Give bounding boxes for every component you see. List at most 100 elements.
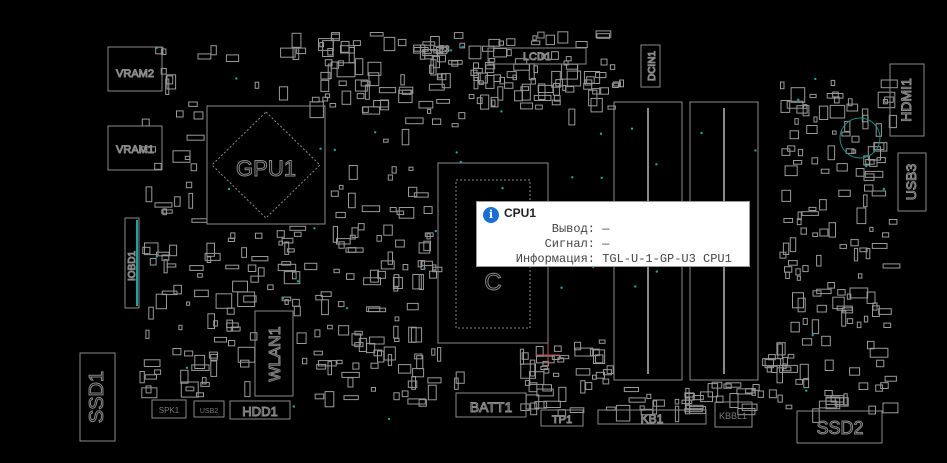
smd-component[interactable] bbox=[296, 47, 307, 55]
smd-component[interactable] bbox=[849, 367, 861, 376]
smd-component[interactable] bbox=[145, 385, 152, 394]
smd-component[interactable] bbox=[816, 254, 822, 267]
smd-component[interactable] bbox=[824, 359, 834, 372]
smd-component[interactable] bbox=[795, 268, 801, 276]
smd-component[interactable] bbox=[777, 343, 783, 360]
smd-component[interactable] bbox=[557, 357, 565, 363]
smd-component[interactable] bbox=[432, 55, 440, 69]
smd-component[interactable] bbox=[427, 108, 432, 114]
smd-component[interactable] bbox=[424, 232, 434, 237]
smd-component[interactable] bbox=[214, 336, 227, 343]
smd-component[interactable] bbox=[366, 306, 381, 312]
smd-component[interactable] bbox=[812, 408, 820, 423]
smd-component[interactable] bbox=[347, 377, 354, 388]
smd-component[interactable] bbox=[867, 340, 875, 350]
smd-component[interactable] bbox=[210, 45, 217, 56]
smd-component[interactable] bbox=[827, 145, 836, 161]
smd-component[interactable] bbox=[628, 397, 646, 403]
kb-connector[interactable] bbox=[597, 409, 707, 425]
smd-component[interactable] bbox=[888, 114, 897, 129]
smd-component[interactable] bbox=[824, 390, 833, 397]
smd-component[interactable] bbox=[417, 260, 423, 268]
smd-component[interactable] bbox=[418, 274, 424, 290]
smd-component[interactable] bbox=[141, 146, 156, 153]
smd-component[interactable] bbox=[393, 274, 400, 287]
smd-component[interactable] bbox=[592, 374, 597, 380]
smd-component[interactable] bbox=[195, 392, 204, 398]
smd-component[interactable] bbox=[562, 85, 567, 91]
smd-component[interactable] bbox=[332, 225, 338, 243]
smd-component[interactable] bbox=[304, 262, 318, 271]
smd-component[interactable] bbox=[391, 166, 397, 174]
smd-component[interactable] bbox=[506, 38, 516, 46]
smd-component[interactable] bbox=[864, 184, 874, 192]
smd-component[interactable] bbox=[377, 350, 385, 363]
smd-component[interactable] bbox=[348, 47, 355, 64]
kbbl-connector[interactable] bbox=[714, 401, 753, 428]
smd-component[interactable] bbox=[557, 31, 569, 44]
smd-component[interactable] bbox=[251, 256, 269, 262]
smd-component[interactable] bbox=[313, 350, 323, 356]
smd-component[interactable] bbox=[351, 333, 362, 346]
smd-component[interactable] bbox=[174, 196, 181, 207]
smd-component[interactable] bbox=[841, 131, 851, 137]
smd-component[interactable] bbox=[362, 106, 381, 115]
smd-component[interactable] bbox=[451, 60, 459, 67]
smd-component[interactable] bbox=[543, 400, 561, 409]
smd-component[interactable] bbox=[398, 207, 415, 219]
smd-component[interactable] bbox=[619, 79, 624, 88]
smd-component[interactable] bbox=[408, 166, 414, 171]
smd-component[interactable] bbox=[858, 382, 869, 390]
smd-component[interactable] bbox=[324, 59, 333, 67]
smd-component[interactable] bbox=[161, 209, 173, 214]
smd-component[interactable] bbox=[154, 162, 162, 170]
smd-component[interactable] bbox=[433, 45, 444, 54]
smd-component[interactable] bbox=[825, 396, 841, 410]
smd-component[interactable] bbox=[537, 84, 554, 94]
smd-component[interactable] bbox=[520, 403, 530, 411]
smd-component[interactable] bbox=[413, 192, 429, 198]
smd-component[interactable] bbox=[882, 263, 901, 269]
smd-component[interactable] bbox=[191, 218, 208, 223]
smd-component[interactable] bbox=[338, 80, 347, 86]
smd-component[interactable] bbox=[876, 359, 885, 368]
smd-component[interactable] bbox=[141, 118, 150, 127]
smd-component[interactable] bbox=[685, 404, 704, 410]
smd-component[interactable] bbox=[327, 324, 333, 330]
smd-component[interactable] bbox=[685, 387, 690, 405]
smd-component[interactable] bbox=[808, 206, 817, 211]
smd-component[interactable] bbox=[414, 353, 423, 360]
smd-component[interactable] bbox=[530, 77, 536, 85]
smd-component[interactable] bbox=[757, 390, 764, 398]
smd-component[interactable] bbox=[173, 284, 182, 295]
smd-component[interactable] bbox=[595, 371, 605, 379]
smd-component[interactable] bbox=[180, 381, 199, 398]
ssd2-connector[interactable] bbox=[796, 410, 883, 444]
smd-component[interactable] bbox=[352, 40, 361, 47]
smd-component[interactable] bbox=[535, 346, 544, 357]
smd-component[interactable] bbox=[764, 358, 774, 369]
smd-component[interactable] bbox=[794, 118, 799, 125]
smd-component[interactable] bbox=[278, 86, 289, 101]
smd-component[interactable] bbox=[283, 271, 301, 285]
smd-component[interactable] bbox=[327, 48, 334, 56]
smd-component[interactable] bbox=[878, 308, 892, 315]
smd-component[interactable] bbox=[213, 320, 218, 327]
smd-component[interactable] bbox=[185, 181, 193, 189]
smd-component[interactable] bbox=[506, 49, 512, 57]
smd-component[interactable] bbox=[640, 408, 654, 416]
smd-component[interactable] bbox=[398, 364, 412, 374]
smd-component[interactable] bbox=[600, 58, 608, 66]
smd-component[interactable] bbox=[780, 81, 785, 90]
smd-component[interactable] bbox=[139, 371, 145, 384]
smd-component[interactable] bbox=[393, 392, 400, 401]
smd-component[interactable] bbox=[538, 83, 546, 101]
smd-component[interactable] bbox=[781, 189, 792, 202]
smd-component[interactable] bbox=[599, 87, 610, 95]
smd-component[interactable] bbox=[674, 398, 680, 405]
smd-component[interactable] bbox=[752, 384, 760, 391]
smd-component[interactable] bbox=[880, 382, 889, 390]
smd-component[interactable] bbox=[589, 348, 600, 357]
smd-component[interactable] bbox=[869, 159, 878, 167]
